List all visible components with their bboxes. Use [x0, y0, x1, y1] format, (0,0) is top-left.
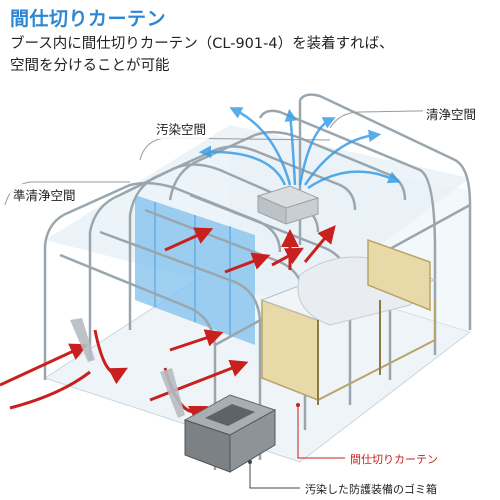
clean-airflow-arrows [198, 107, 401, 190]
downdraft-indicators [70, 318, 185, 418]
curtain-callout-label: 間仕切りカーテン [350, 453, 438, 466]
zone-label-semi-clean: 準清浄空間 [10, 184, 79, 205]
bed [260, 238, 437, 405]
description: ブース内に間仕切りカーテン（CL-901-4）を装着すれば、 空間を分けることが… [10, 33, 490, 77]
curtain-callout-line [297, 405, 345, 459]
trash-box [183, 394, 277, 473]
trash-callout-line [249, 462, 300, 489]
trash-callout-label: 汚染した防護装備のゴミ箱 [305, 483, 437, 496]
zone-label-clean: 清浄空間 [423, 103, 480, 124]
description-line-1: ブース内に間仕切りカーテン（CL-901-4）を装着すれば、 [10, 36, 394, 52]
description-line-2: 空間を分けることが可能 [10, 58, 170, 74]
zone-label-contaminated: 汚染空間 [153, 118, 210, 139]
air-purifier-unit [256, 185, 320, 225]
trash-callout-dot [248, 460, 252, 464]
page-title: 間仕切りカーテン [10, 8, 167, 30]
curtain-callout-dot [296, 403, 300, 407]
